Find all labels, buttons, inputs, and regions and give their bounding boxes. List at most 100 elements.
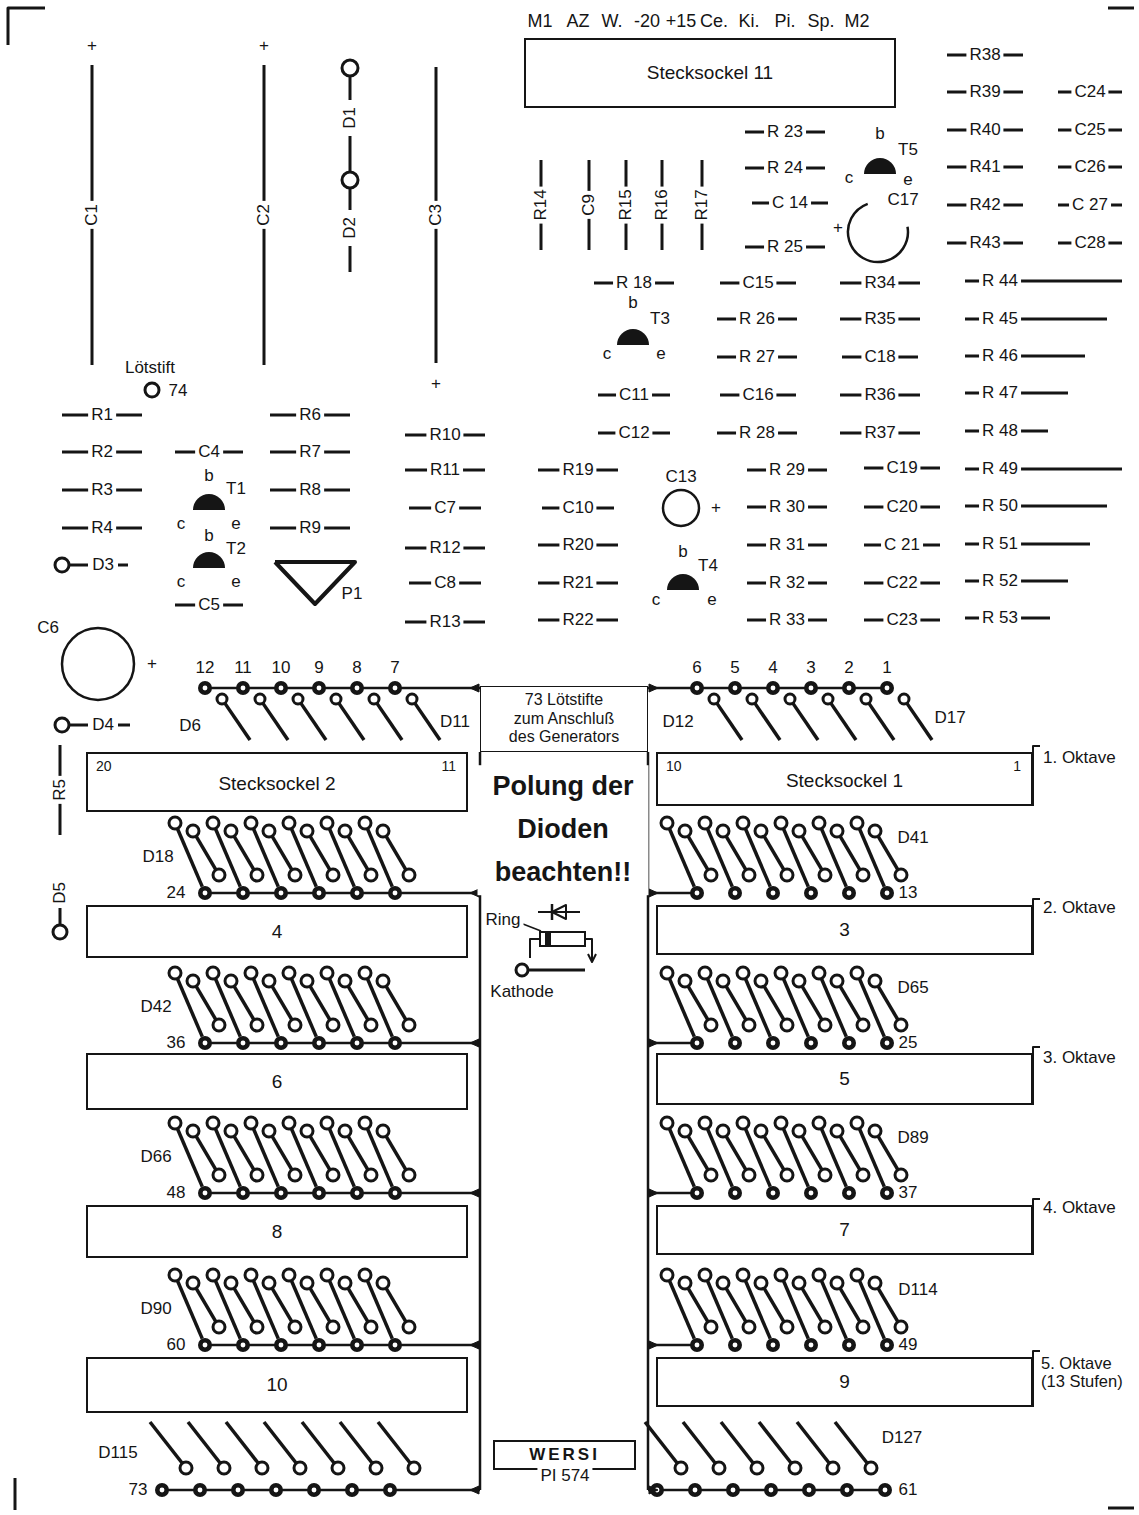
solder-pin [312,1338,326,1352]
callout-label: 49 [896,1336,921,1355]
callout-label: M1 [524,12,555,32]
socket-label: 9 [839,1371,850,1393]
pin-hole [845,1488,850,1493]
solder-pad [747,694,757,704]
diode-lead [726,1288,746,1322]
diode-lead [302,1422,334,1463]
pin-hole [885,1041,890,1046]
solder-pin [804,886,818,900]
callout-label: Ce. [697,12,731,32]
solder-pin [350,886,364,900]
pin-hole [731,1488,736,1493]
callout-label: 6 [689,659,704,678]
solder-pad [869,825,881,837]
socket-label: Stecksockel 2 [218,773,335,795]
solder-pin [388,886,402,900]
solder-pad [408,1462,420,1474]
solder-pad [813,1269,825,1281]
octave-label: 1. Oktave [1040,749,1119,768]
solder-pin [764,1483,778,1497]
callout-label: D12 [659,713,696,732]
callout-label: e [653,345,668,364]
component-label: R 51 [979,535,1021,554]
solder-pad [321,1117,333,1129]
solder-pad [377,1125,389,1137]
solder-pad [895,1169,907,1181]
octave-bracket [1033,746,1040,806]
diode-lead [234,1136,254,1170]
diode-symbol [538,911,580,913]
solder-pad [743,1019,755,1031]
component-label: C24 [1071,83,1108,102]
diode-lead [688,986,708,1020]
solder-pin [728,1338,742,1352]
diode-lead [764,1136,784,1170]
solder-pad [331,694,341,704]
solder-pad [895,869,907,881]
solder-pad [743,1169,755,1181]
callout-label: c [600,345,615,364]
diode-lead [349,246,352,272]
component-label: C22 [883,574,920,593]
component-label: R11 [427,461,463,480]
solder-pad [775,1269,787,1281]
pin-hole [393,1041,398,1046]
capacitor-outline [663,490,699,526]
solder-pin [804,1338,818,1352]
callout-label: D90 [137,1300,174,1319]
callout-label: c [174,515,189,534]
solder-pad [370,1462,382,1474]
solder-pad [289,1019,301,1031]
solder-pad [207,967,219,979]
diode-lead [840,986,860,1020]
callout-label: + [144,655,160,674]
solder-pad [359,1117,371,1129]
diode-lead [310,1288,330,1322]
diode-ring [545,932,551,946]
diode-lead [802,1136,822,1170]
solder-pad [743,1321,755,1333]
component-label: C 27 [1069,196,1111,215]
solder-pad [339,1125,351,1137]
solder-pad [225,1277,237,1289]
component-label: C5 [195,596,223,615]
connector-socket: 9 [656,1357,1033,1407]
callout-label: D3 [89,556,117,575]
component-label: C16 [739,386,776,405]
arrow-head [470,1189,479,1197]
component-label: R40 [966,121,1003,140]
solder-pin [236,886,250,900]
diode-lead [726,836,746,870]
solder-pad [359,967,371,979]
solder-pad [339,825,351,837]
arrow-head [470,1341,479,1349]
pin-hole [771,1041,776,1046]
solder-pad [245,1269,257,1281]
solder-pad [283,1269,295,1281]
component-label: C18 [861,348,898,367]
solder-pad [819,869,831,881]
pin-hole [241,891,246,896]
diode-lead [59,908,62,924]
solder-pad [705,869,717,881]
solder-pad [717,1125,729,1137]
diode-lead [188,1422,220,1463]
diode-lead [386,836,406,870]
solder-pad [781,869,793,881]
solder-pin [155,1483,169,1497]
component-label: C19 [883,459,920,478]
solder-pin [350,681,364,695]
diode-lead [272,986,292,1020]
component-label: R1 [88,406,116,425]
component-label: C15 [739,274,776,293]
solder-pad [169,1269,181,1281]
component-label: R39 [966,83,1003,102]
solder-pad [263,825,275,837]
callout-label: W. [599,12,626,32]
diode-lead [310,986,330,1020]
solder-pad [793,975,805,987]
diode-lead [196,1288,216,1322]
socket-label: 20 [96,758,112,774]
pin-hole [695,1191,700,1196]
socket-label: Stecksockel 1 [786,770,903,792]
